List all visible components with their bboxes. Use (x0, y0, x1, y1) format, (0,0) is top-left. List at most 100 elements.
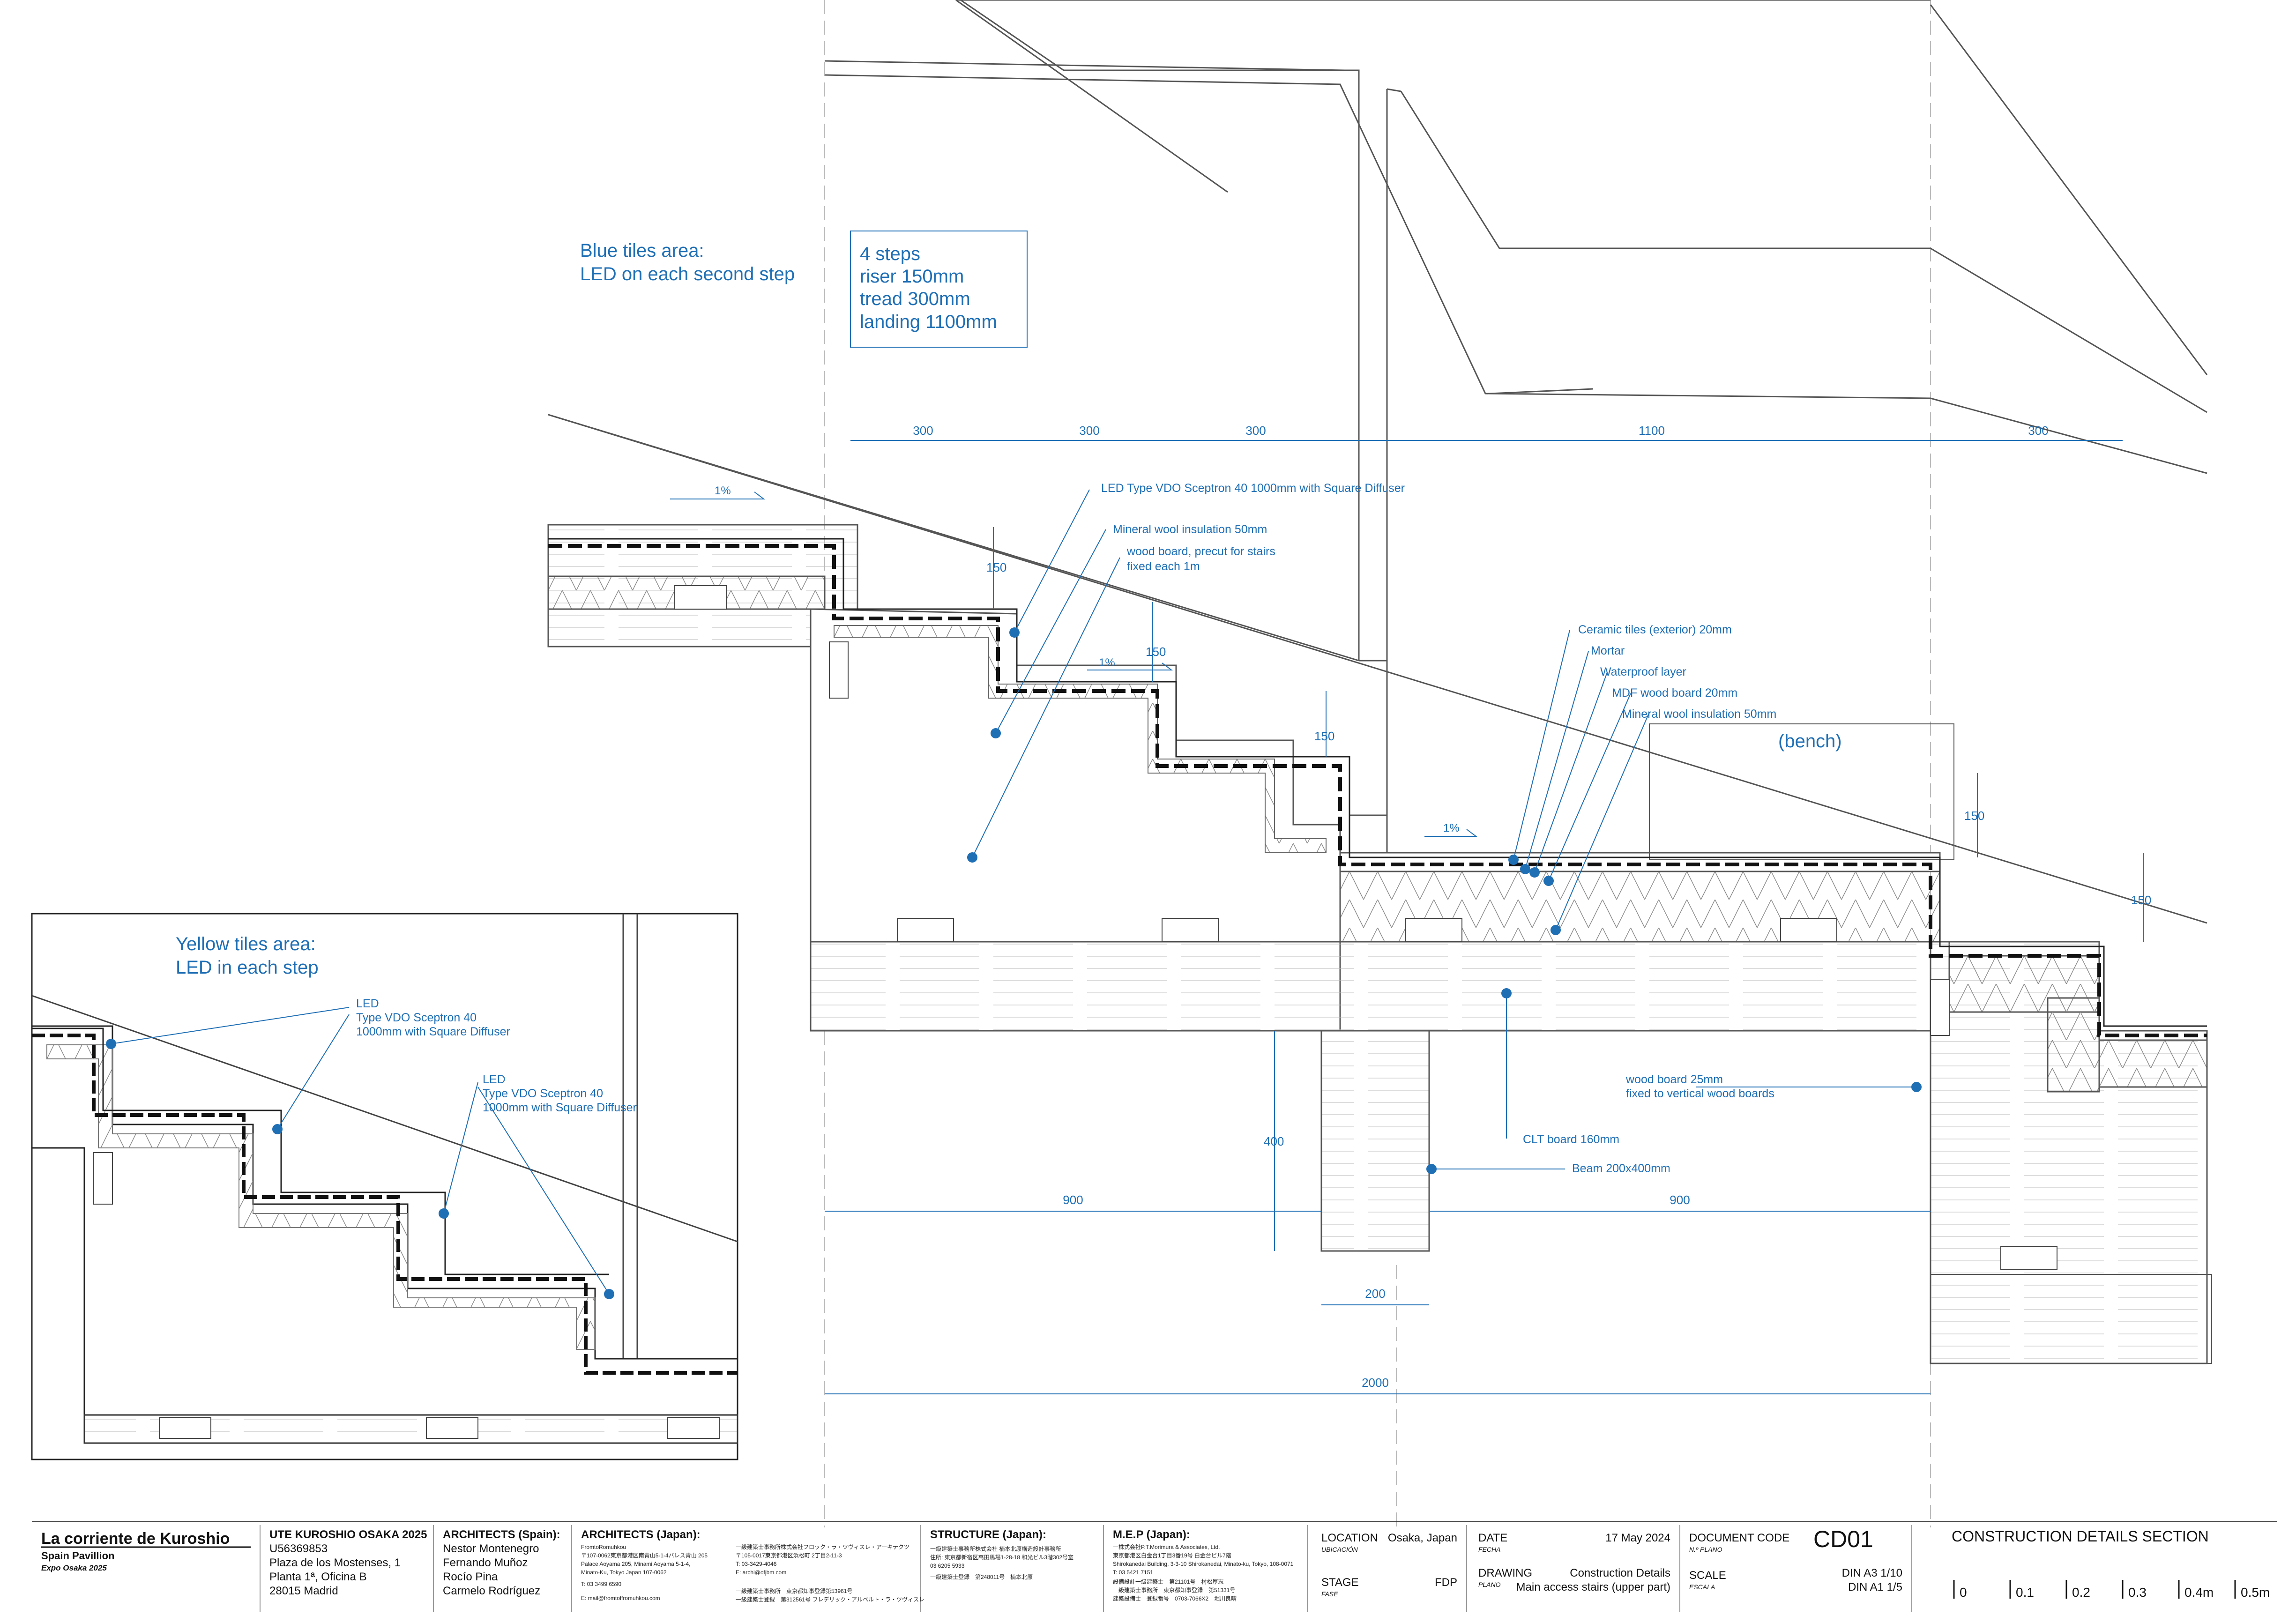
mep-line: 東京都港区白金台1丁目3番19号 白金台ビル7階 (1113, 1552, 1231, 1559)
scale-bar: 0 0.1 0.2 0.3 0.4m 0.5m (1953, 1580, 2270, 1600)
dim-text: 300 (1079, 424, 1099, 438)
waterproof-line (548, 544, 2207, 1037)
steps-landing: landing 1100mm (860, 312, 997, 332)
arch-japan-2-line: 一級建築士事務所 東京都知事登録第53961号 (736, 1587, 852, 1594)
location-value: Osaka, Japan (1388, 1532, 1457, 1544)
wood-board-label-2: fixed each 1m (1127, 560, 1200, 573)
wood-board-25-label: wood board 25mm (1625, 1073, 1723, 1086)
slope-label: 1% (715, 484, 731, 497)
steps-count: 4 steps (860, 244, 920, 264)
dim-text: 400 (1264, 1134, 1284, 1148)
inset-led1-label: LED (356, 997, 379, 1010)
mortar-label: Mortar (1591, 644, 1625, 657)
mineral-wool-2-label: Mineral wool insulation 50mm (1622, 707, 1776, 721)
steps-tread: tread 300mm (860, 289, 970, 309)
structure-line: 住所: 東京都新宿区高田馬場1-28-18 和光ビル3階302号室 (930, 1554, 1073, 1561)
ute-line: 28015 Madrid (269, 1585, 338, 1597)
steps-riser: riser 150mm (860, 266, 964, 287)
dim-text: 300 (1245, 424, 1266, 438)
mep-line: 設備設計一級建築士 第21101号 村松厚志 (1113, 1578, 1223, 1585)
expo-name: Expo Osaka 2025 (41, 1563, 107, 1572)
arch-japan-line: Minato-Ku, Tokyo Japan 107-0062 (581, 1569, 667, 1576)
dim-text: 200 (1365, 1287, 1385, 1301)
dim-text: 150 (986, 560, 1006, 574)
arch-japan-2-line: T: 03-3429-4046 (736, 1561, 777, 1567)
arch-japan-line: Palace Aoyama 205, Minami Aoyama 5-1-4, (581, 1561, 690, 1567)
scale-tick-label: 0.2 (2072, 1585, 2090, 1600)
beam-label: Beam 200x400mm (1572, 1162, 1670, 1175)
inset-led1-size: 1000mm with Square Diffuser (356, 1025, 510, 1038)
mep-line: T: 03 5421 7151 (1113, 1569, 1153, 1576)
arch-japan-2-line: 一級建築士登録 第312561号 フレデリック・アルベルト・ラ・ツヴィスレ (736, 1596, 924, 1603)
mep-line: 一株式会社P.T.Morimura & Associates, Ltd. (1113, 1543, 1220, 1550)
mineral-wool-label: Mineral wool insulation 50mm (1113, 523, 1267, 536)
slope-label: 1% (1099, 656, 1115, 669)
dim-text: 900 (1670, 1193, 1690, 1207)
mep-line: 建築設備士 登録番号 0703-7066X2 堀川良晴 (1113, 1595, 1237, 1602)
dim-text: 900 (1063, 1193, 1083, 1207)
arch-spain-line: Fernando Muñoz (443, 1556, 528, 1569)
scale-sublabel: ESCALA (1689, 1583, 1715, 1591)
arch-japan-line: T: 03 3499 6590 (581, 1581, 621, 1587)
mep-line: 一級建築士事務所 東京都知事登録 第51331号 (1113, 1586, 1235, 1593)
scale-tick-label: 0.4m (2184, 1585, 2214, 1600)
scale-value: DIN A3 1/10 (1842, 1567, 1902, 1579)
structure-title: STRUCTURE (Japan): (930, 1528, 1046, 1541)
arch-japan-line: E: mail@fromtoffromuhkou.com (581, 1595, 660, 1601)
scale-tick-label: 0 (1960, 1585, 1967, 1600)
ute-title: UTE KUROSHIO OSAKA 2025 (269, 1528, 427, 1541)
arch-japan-2-line: 〒105-0017東京都港区浜松町 2丁目2-11-3 (736, 1552, 842, 1559)
arch-japan-title: ARCHITECTS (Japan): (581, 1528, 701, 1541)
dim-text: 300 (2028, 424, 2048, 438)
ute-line: Planta 1ª, Oficina B (269, 1571, 367, 1583)
doc-code-value: CD01 (1813, 1526, 1873, 1552)
waterproof-label: Waterproof layer (1600, 665, 1686, 678)
steps-info-box (850, 231, 1028, 348)
arch-spain-line: Rocío Pina (443, 1571, 498, 1583)
inset-subtitle: LED in each step (176, 957, 319, 978)
scale-tick-label: 0.3 (2128, 1585, 2147, 1600)
blue-area-title: Blue tiles area: (580, 240, 704, 261)
drawing-sublabel: PLANO (1478, 1581, 1501, 1588)
dim-text: 300 (913, 424, 933, 438)
title-block: La corriente de Kuroshio Spain Pavillion… (32, 1521, 2277, 1612)
wood-board-25-label-2: fixed to vertical wood boards (1626, 1087, 1774, 1100)
drawing-value-2: Main access stairs (upper part) (1516, 1581, 1670, 1593)
arch-japan-line: FromtoRomuhkou (581, 1544, 626, 1550)
clt-label: CLT board 160mm (1523, 1133, 1619, 1146)
dim-text: 150 (1314, 729, 1334, 743)
structure-line: 03 6205 5933 (930, 1563, 965, 1569)
anchor-plates (674, 585, 2057, 1270)
drawing-value: Construction Details (1570, 1567, 1670, 1579)
doc-code-sublabel: N.º PLANO (1689, 1546, 1722, 1553)
mep-line: Shirokanedai Building, 3-3-10 Shirokaned… (1113, 1561, 1294, 1567)
stage-value: FDP (1435, 1576, 1457, 1589)
ute-line: U56369853 (269, 1542, 328, 1555)
date-sublabel: FECHA (1478, 1546, 1500, 1553)
arch-spain-line: Nestor Montenegro (443, 1542, 539, 1555)
inset-detail: Yellow tiles area: LED in each step LED … (31, 913, 738, 1460)
arch-spain-line: Carmelo Rodríguez (443, 1585, 540, 1597)
date-label: DATE (1478, 1532, 1507, 1544)
inset-led2-size: 1000mm with Square Diffuser (483, 1101, 637, 1114)
arch-spain-title: ARCHITECTS (Spain): (443, 1528, 560, 1541)
scale-label: SCALE (1689, 1569, 1726, 1582)
bench-label: (bench) (1778, 731, 1842, 752)
wood-board-label: wood board, precut for stairs (1126, 545, 1275, 558)
scale-tick-label: 0.1 (2016, 1585, 2034, 1600)
blue-area-subtitle: LED on each second step (580, 264, 795, 284)
main-section (547, 0, 2212, 1527)
arch-japan-line: 〒107-0062東京都港区南青山5-1-4パレス青山 205 (581, 1552, 708, 1559)
slope-arrows (670, 491, 1477, 837)
inset-led1-type: Type VDO Sceptron 40 (356, 1011, 477, 1024)
inset-title: Yellow tiles area: (176, 934, 316, 954)
date-value: 17 May 2024 (1605, 1532, 1670, 1544)
dim-text: 1100 (1639, 424, 1665, 438)
mep-title: M.E.P (Japan): (1113, 1528, 1190, 1541)
location-label: LOCATION (1321, 1532, 1378, 1544)
doc-code-label: DOCUMENT CODE (1689, 1532, 1789, 1544)
scale-tick-label: 0.5m (2241, 1585, 2270, 1600)
railing-lines (548, 0, 2208, 924)
slope-label: 1% (1443, 822, 1460, 834)
location-sublabel: UBICACIÓN (1321, 1546, 1358, 1553)
